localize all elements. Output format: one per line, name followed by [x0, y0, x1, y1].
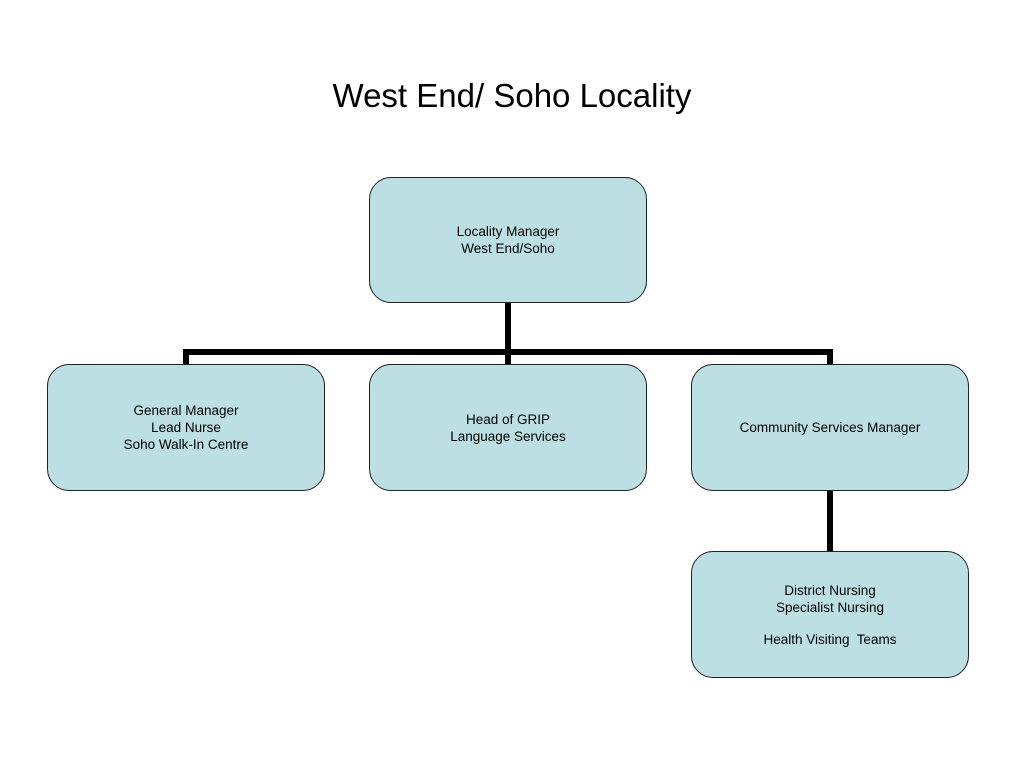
node-text-line: Lead Nurse — [151, 420, 221, 435]
node-text-line: District Nursing — [784, 582, 876, 598]
node-text-line: Locality Manager — [456, 224, 560, 239]
page-title: West End/ Soho Locality — [332, 77, 692, 114]
node-head-of-grip: Head of GRIP Language Services — [369, 364, 647, 491]
node-text-line: Soho Walk-In Centre — [123, 437, 249, 452]
node-text-line: West End/Soho — [461, 241, 555, 256]
node-text-line: Language Services — [450, 428, 566, 444]
node-locality-manager: Locality Manager West End/Soho — [369, 177, 647, 303]
node-community-services-manager: Community Services Manager — [691, 364, 969, 491]
node-text-line: Head of GRIP — [465, 411, 551, 427]
node-district-nursing: District Nursing Specialist Nursing Heal… — [691, 551, 969, 678]
node-text-line: General Manager — [133, 403, 239, 418]
node-text-line: Community Services Manager — [739, 420, 921, 435]
node-general-manager: General Manager Lead Nurse Soho Walk-In … — [47, 364, 325, 491]
node-text-line: Health Visiting Teams — [763, 631, 897, 647]
node-text-line: Specialist Nursing — [775, 599, 885, 615]
